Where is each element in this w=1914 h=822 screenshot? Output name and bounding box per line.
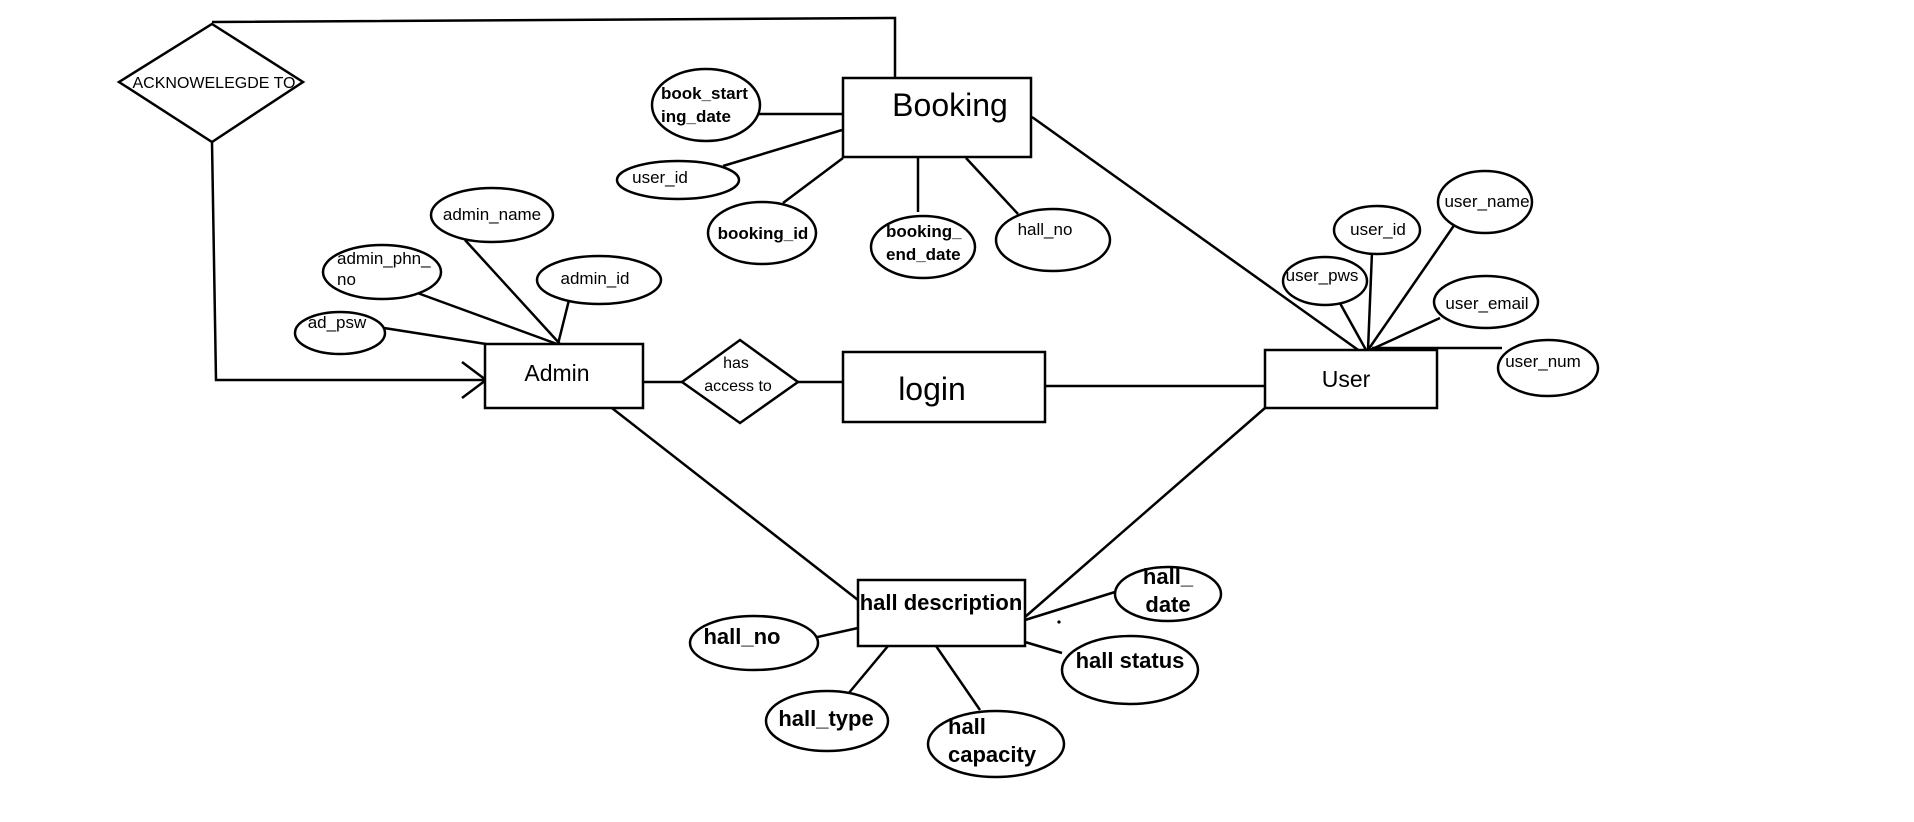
attr-user-pws[interactable]: user_pws: [1281, 255, 1369, 307]
attr-hall-status[interactable]: hall status: [1060, 634, 1200, 706]
hall-no-label: hall_no: [703, 624, 780, 649]
attr-admin-id[interactable]: admin_id: [535, 254, 663, 306]
hall-capacity-label-line2: capacity: [948, 742, 1037, 767]
user-email-label: user_email: [1445, 294, 1528, 313]
attr-user-email[interactable]: user_email: [1432, 274, 1540, 330]
booking-hall-no-line: [965, 157, 1019, 215]
hall-capacity-label-line1: hall: [948, 714, 986, 739]
ad-psw-label: ad_psw: [308, 313, 367, 332]
user-name-label: user_name: [1444, 192, 1529, 211]
acknowledge-diamond: [116, 22, 306, 144]
booking-end-date-label-line2: end_date: [886, 245, 961, 264]
admin-box: [483, 342, 645, 410]
has-access-diamond: [679, 338, 801, 425]
admin-name-label: admin_name: [443, 205, 541, 224]
entity-booking[interactable]: Booking: [841, 76, 1033, 159]
acknowledge-to-booking-line: [211, 16, 897, 78]
admin-name-line: [464, 239, 561, 345]
attr-booking-hall-no[interactable]: hall_no: [994, 207, 1112, 273]
admin-phn-line: [411, 289, 558, 346]
admin-phn-no-label-line1: admin_phn_: [337, 249, 431, 268]
entity-admin[interactable]: Admin: [483, 342, 645, 410]
user-pws-line: [1334, 295, 1368, 351]
attr-user-num[interactable]: user_num: [1496, 338, 1600, 398]
hall-status-line: [1024, 640, 1063, 655]
attr-booking-id[interactable]: booking_id: [706, 200, 818, 266]
hall-capacity-line: [934, 645, 982, 711]
attr-booking-user-id[interactable]: user_id: [615, 159, 741, 201]
booking-user-id-label: user_id: [632, 168, 688, 187]
acknowledge-label: ACKNOWELEGDE TO: [133, 75, 296, 92]
booking-user-id-line: [722, 128, 843, 168]
acknowledge-to-admin-line: [210, 141, 484, 382]
booking-end-date-label-line1: booking_: [886, 222, 962, 241]
attr-admin-phn-no[interactable]: admin_phn_ no: [321, 243, 443, 301]
relationship-acknowledge[interactable]: ACKNOWELEGDE TO: [116, 22, 306, 144]
attr-hall-no[interactable]: hall_no: [688, 614, 820, 672]
entity-login[interactable]: login: [841, 350, 1047, 424]
hall-type-label: hall_type: [778, 706, 873, 731]
stray-dot: [1057, 620, 1061, 624]
booking-box: [841, 76, 1033, 159]
admin-hall-line: [607, 404, 859, 601]
attr-booking-end-date[interactable]: booking_ end_date: [869, 214, 977, 280]
attr-hall-date[interactable]: hall_ date: [1113, 564, 1223, 623]
hall-no-line: [812, 626, 859, 640]
booking-user-line: [1031, 115, 1362, 354]
hall-date-line: [1024, 590, 1116, 622]
has-access-label-line2: access to: [704, 378, 772, 395]
hall-description-box: [856, 578, 1027, 648]
user-id-line: [1366, 251, 1374, 351]
book-starting-date-label-line1: book_start: [661, 84, 748, 103]
admin-label: Admin: [524, 360, 589, 386]
booking-id-line: [782, 157, 844, 204]
attr-ad-psw[interactable]: ad_psw: [293, 310, 387, 356]
has-access-label-line1: has: [723, 355, 749, 372]
attr-book-starting-date[interactable]: book_start ing_date: [650, 67, 762, 143]
booking-label: Booking: [892, 87, 1008, 123]
user-num-label: user_num: [1505, 352, 1581, 371]
hall-type-line: [847, 645, 889, 695]
relationship-has-access[interactable]: has access to: [679, 338, 801, 425]
user-hall-line: [1024, 407, 1266, 618]
admin-phn-no-label-line2: no: [337, 270, 356, 289]
attr-hall-capacity[interactable]: hall capacity: [926, 709, 1066, 779]
login-label: login: [898, 371, 966, 407]
attr-user-name[interactable]: user_name: [1436, 169, 1534, 235]
login-box: [841, 350, 1047, 424]
attr-user-id[interactable]: user_id: [1332, 204, 1422, 256]
booking-hall-no-label: hall_no: [1018, 220, 1073, 239]
admin-id-label: admin_id: [561, 269, 630, 288]
hall-status-label: hall status: [1076, 648, 1185, 673]
entity-hall-description[interactable]: hall description: [856, 578, 1027, 648]
user-id-label: user_id: [1350, 220, 1406, 239]
user-pws-label: user_pws: [1286, 266, 1359, 285]
admin-psw-line: [383, 326, 487, 346]
user-name-line: [1366, 223, 1457, 351]
hall-date-label-line2: date: [1145, 592, 1190, 617]
user-box: [1263, 348, 1439, 410]
book-starting-date-label-line2: ing_date: [661, 107, 731, 126]
user-email-line: [1369, 316, 1441, 352]
user-label: User: [1322, 366, 1371, 392]
connectors: [210, 16, 1502, 711]
attr-hall-type[interactable]: hall_type: [764, 689, 890, 753]
booking-id-label: booking_id: [718, 224, 809, 243]
entity-user[interactable]: User: [1263, 348, 1439, 410]
admin-id-line: [556, 295, 572, 345]
hall-description-label: hall description: [860, 590, 1023, 615]
attr-admin-name[interactable]: admin_name: [429, 186, 555, 244]
hall-date-label-line1: hall_: [1143, 564, 1194, 589]
